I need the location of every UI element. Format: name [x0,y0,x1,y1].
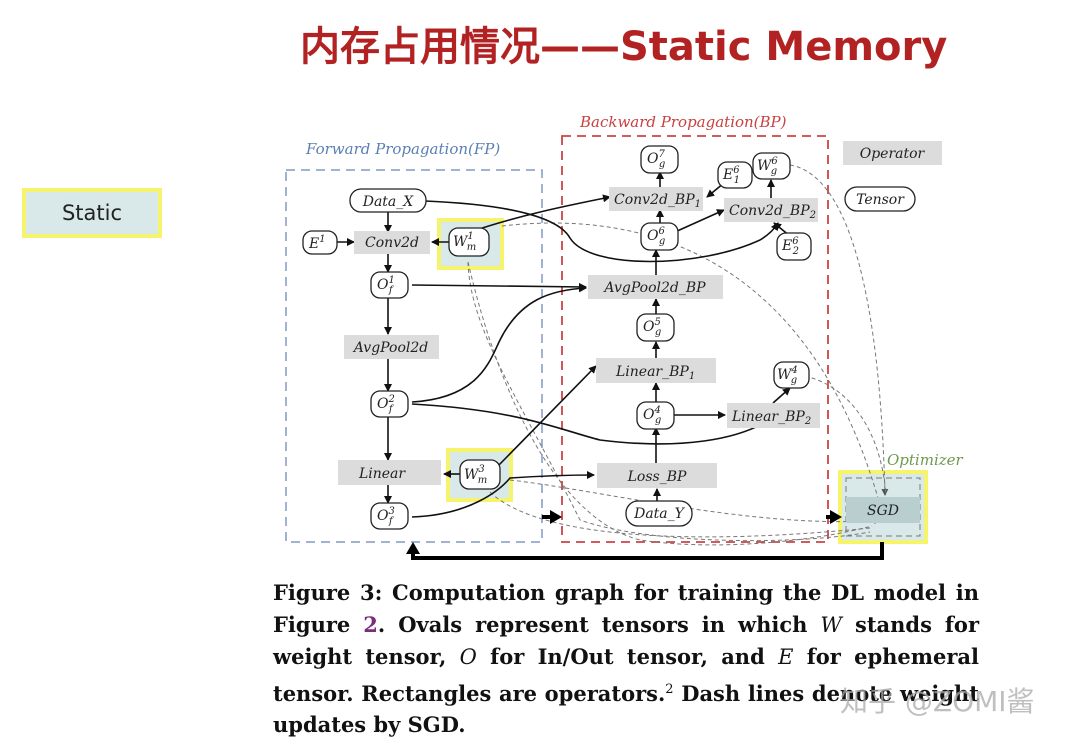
caption-text: Figure 3: Computation graph for training… [273,580,979,637]
tensor-data-x [349,188,427,213]
caption-text: . Ovals represent tensors in which [377,611,821,637]
tensor-wg6 [752,152,791,180]
optimizer-group-label: Optimizer [887,451,964,469]
op-sgd-label: SGD [867,503,899,519]
legend-operator-box [843,141,942,165]
legend-operator-label: Operator [860,146,926,162]
caption-text: for In/Out tensor, and [476,644,779,669]
edge-of1-avgpool-bp [411,282,587,291]
op-avgpool2d-bp-label: AvgPool2d_BP [602,280,706,296]
edge-of2-linear-bp2 [411,403,773,445]
op-linear-bp1 [596,358,716,383]
edge-wm3-linear-bp1 [497,365,597,467]
op-conv2d-bp2-label: Conv2d_BP2 [729,203,816,221]
op-linear [338,460,441,485]
tensor-data-x-label: Data_X [362,194,415,210]
backward-group-box [561,135,829,543]
caption-text: Dash lines denote weight updates by SGD. [273,680,980,738]
caption-text: stands for weight tensor, [273,611,980,670]
op-loss-bp-label: Loss_BP [627,469,687,485]
caption-text: for ephemeral tensor. Rectangles are ope… [273,644,980,706]
edge-wm1-conv2d-bp1 [469,194,611,233]
tensor-og6 [640,222,679,251]
figure-caption: Figure 3: Computation graph for training… [273,577,979,741]
op-conv2d-bp1 [609,187,703,211]
legend-tensor-oval [844,186,916,212]
tensor-of1 [370,271,409,299]
static-legend-box: Static [22,188,162,238]
op-linear-bp1-label: Linear_BP1 [615,364,695,382]
op-conv2d-bp2 [724,198,818,222]
legend-tensor-label: Tensor [856,192,905,208]
figure-ref-link[interactable]: 2 [363,611,378,637]
dash-wm3-lower [489,491,871,538]
edge-of2-avgpool-bp [411,284,587,403]
static-label: Static [61,201,123,225]
tensor-e16 [717,161,753,189]
dash-wg4-to-sgd [797,374,887,496]
op-loss-bp [597,463,717,488]
edge-og6-conv2dbp2 [674,209,725,233]
tensor-wm3 [459,459,501,490]
tensor-e26 [776,232,812,261]
tensor-e1-label: E1 [308,234,326,252]
dash-wg6-to-sgd [789,164,889,496]
edge-of3-loss-bp [411,471,595,518]
op-avgpool2d-label: AvgPool2d [352,340,429,356]
slide-title: 内存占用情况——Static Memory [300,24,948,70]
tensor-data-y [625,500,693,527]
tensor-wg4 [773,361,810,389]
dash-wm1-horizontal [501,222,881,506]
tensor-og4 [636,401,675,430]
tensor-wm1 [448,227,490,257]
footnote-marker[interactable]: 2 [665,681,674,697]
tensor-data-y-label: Data_Y [633,506,686,522]
tensor-og7 [640,145,679,174]
edge-datax-conv2d-bp2 [424,200,779,263]
tensor-og5 [636,313,675,342]
dash-wm1-to-sgd [467,261,871,542]
caption-symbol-e: E [778,645,794,669]
arrow-sgd-to-fp [406,542,884,560]
tensor-of2 [370,390,409,418]
forward-group-label: Forward Propagation(FP) [305,140,500,158]
watermark: 知乎 @ZOMI酱 [840,685,1035,718]
computation-graph: Forward Propagation(FP) Backward Propaga… [285,113,964,560]
op-linear-label: Linear [358,466,406,482]
op-sgd [846,497,920,523]
tensors [302,145,812,530]
op-conv2d-bp1-label: Conv2d_BP1 [614,192,701,210]
tensor-of3 [370,502,409,530]
caption-symbol-w: W [820,612,843,637]
op-avgpool2d [344,335,439,359]
dash-wm1-lower [467,261,873,546]
op-linear-bp2-label: Linear_BP2 [731,409,811,427]
op-conv2d-label: Conv2d [365,235,419,251]
op-avgpool2d-bp [588,275,723,299]
backward-group-label: Backward Propagation(BP) [579,113,787,131]
op-linear-bp2 [727,403,820,428]
caption-symbol-o: O [459,645,477,669]
op-conv2d [354,231,430,254]
operators: Conv2d AvgPool2d Linear Conv2d_BP1 Conv2… [338,187,920,523]
tensor-e1 [302,230,338,255]
edge-linearbp2-wg4 [772,387,791,404]
